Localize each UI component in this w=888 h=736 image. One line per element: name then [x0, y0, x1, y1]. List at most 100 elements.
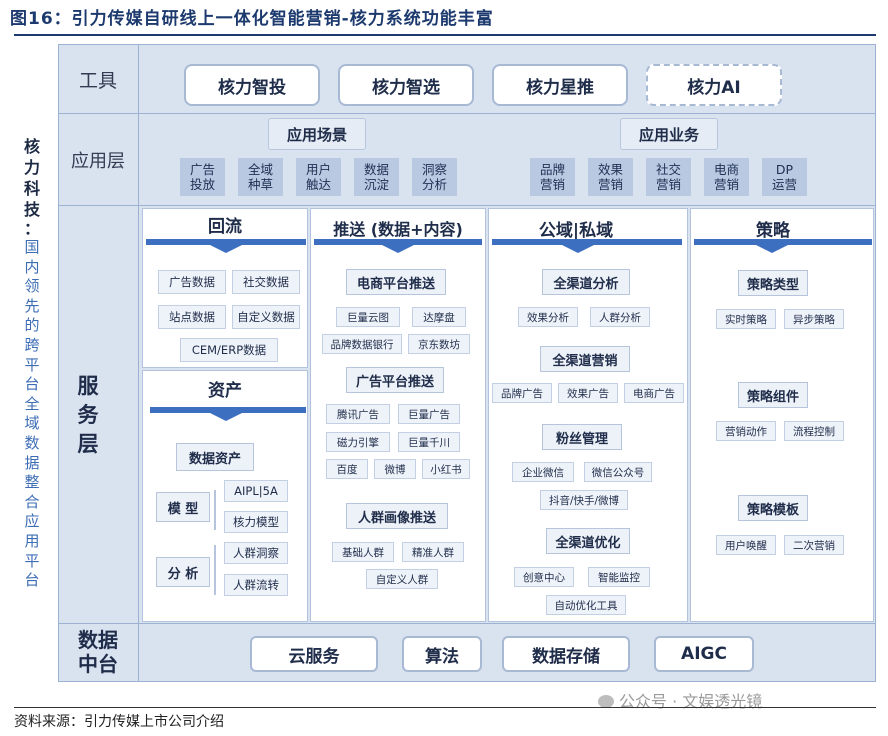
- side-char: 应: [24, 512, 40, 531]
- celue-components-item: 营销动作: [716, 421, 776, 441]
- row-label-service-char: 务: [77, 403, 99, 427]
- row-label-service-char: 层: [77, 432, 99, 456]
- huiliu-item: CEM/ERP数据: [180, 338, 278, 362]
- app-biz-item: 品牌营销: [530, 158, 575, 196]
- side-char: 整: [24, 473, 40, 492]
- side-char: 内: [24, 257, 40, 276]
- gongyu-analysis-item: 人群分析: [590, 307, 650, 327]
- watermark-text: 公众号 · 文娱透光镜: [619, 692, 763, 711]
- gongyu-marketing-item: 电商广告: [624, 383, 684, 403]
- side-char: 据: [24, 453, 40, 472]
- data-center-cloud[interactable]: 云服务: [250, 636, 378, 672]
- huiliu-item: 站点数据: [158, 305, 226, 329]
- app-biz-item: 效果营销: [588, 158, 633, 196]
- tuisong-ad-item: 巨量广告: [398, 404, 460, 424]
- celue-title: 策略: [756, 221, 790, 241]
- huiliu-title: 回流: [208, 217, 242, 237]
- wechat-icon: [598, 695, 614, 708]
- zichan-model-bracket: [214, 490, 216, 530]
- side-char: 的: [24, 316, 40, 335]
- title-divider: [14, 34, 876, 36]
- zichan-bar: [150, 407, 306, 413]
- app-scene-title: 应用场景: [268, 118, 366, 150]
- celue-components-title: 策略组件: [738, 382, 808, 408]
- gongyu-analysis-item: 效果分析: [518, 307, 578, 327]
- zichan-model-item: 核力模型: [224, 511, 288, 533]
- zichan-analysis-label: 分 析: [156, 557, 210, 587]
- footer-divider: [14, 707, 876, 708]
- tuisong-crowd-item: 自定义人群: [366, 569, 438, 589]
- tuisong-crowd-item: 基础人群: [332, 542, 394, 562]
- side-char: 力: [23, 158, 40, 177]
- gongyu-title: 公域|私域: [538, 221, 614, 241]
- gongyu-optimize-item: 创意中心: [514, 567, 574, 587]
- tool-heli-ai[interactable]: 核力AI: [646, 64, 782, 106]
- zichan-title: 资产: [208, 381, 242, 401]
- huiliu-arrow: [210, 245, 242, 253]
- tool-hexingtui[interactable]: 核力星推: [492, 64, 628, 106]
- zichan-data-asset: 数据资产: [176, 443, 254, 471]
- huiliu-item: 广告数据: [158, 270, 226, 294]
- row-label-data-line: 中台: [78, 652, 118, 676]
- side-char: 技: [23, 200, 40, 219]
- tuisong-arrow: [382, 245, 414, 253]
- gongyu-marketing-item: 品牌广告: [492, 383, 552, 403]
- row-label-service-char: 服: [77, 374, 99, 398]
- service-row: [58, 206, 876, 624]
- tuisong-ad-item: 巨量千川: [398, 432, 460, 452]
- gongyu-fans-item: 抖音/快手/微博: [540, 490, 628, 510]
- gongyu-fans-title: 粉丝管理: [542, 424, 622, 450]
- side-char: 用: [24, 532, 40, 550]
- app-biz-title: 应用业务: [620, 118, 718, 150]
- data-center-algorithm[interactable]: 算法: [402, 636, 482, 672]
- tuisong-ad-item: 腾讯广告: [326, 404, 390, 424]
- huiliu-item: 社交数据: [232, 270, 300, 294]
- tuisong-ecommerce-item: 达摩盘: [412, 307, 466, 327]
- figure-title: 图16：引力传媒自研线上一体化智能营销-核力系统功能丰富: [10, 9, 494, 29]
- side-char: 跨: [24, 336, 40, 354]
- app-scene-item: 全域种草: [238, 158, 283, 196]
- gongyu-bar: [492, 239, 682, 245]
- app-row: [58, 114, 876, 206]
- side-char: 数: [24, 434, 40, 452]
- celue-bar: [694, 239, 872, 245]
- app-scene-item: 洞察分析: [412, 158, 457, 196]
- tuisong-ecommerce-title: 电商平台推送: [346, 269, 446, 295]
- side-char: 国: [24, 238, 40, 256]
- side-char: 先: [24, 296, 40, 315]
- tuisong-crowd-item: 精准人群: [402, 542, 464, 562]
- huiliu-item: 自定义数据: [232, 305, 300, 329]
- zichan-model-label: 模 型: [156, 492, 210, 522]
- side-char: 合: [24, 492, 40, 511]
- celue-types-item: 异步策略: [784, 309, 844, 329]
- tuisong-ad-item: 微博: [374, 459, 416, 479]
- side-char: 科: [23, 179, 40, 198]
- side-char: 平: [24, 551, 40, 570]
- side-char: 台: [24, 571, 40, 590]
- app-biz-item: 社交营销: [646, 158, 691, 196]
- label-column-divider: [138, 44, 139, 682]
- tuisong-ad-item: 小红书: [422, 459, 470, 479]
- zichan-analysis-item: 人群洞察: [224, 542, 288, 564]
- row-label-service: 服 务 层: [58, 372, 118, 459]
- app-scene-item: 数据沉淀: [354, 158, 399, 196]
- watermark: 公众号 · 文娱透光镜: [598, 688, 762, 712]
- data-center-storage[interactable]: 数据存储: [502, 636, 630, 672]
- tool-hezhitou[interactable]: 核力智投: [184, 64, 320, 106]
- data-center-aigc[interactable]: AIGC: [654, 636, 754, 672]
- gongyu-arrow: [562, 245, 594, 253]
- celue-templates-item: 二次营销: [784, 535, 844, 555]
- row-label-tools: 工具: [78, 69, 117, 92]
- zichan-analysis-item: 人群流转: [224, 574, 288, 596]
- tool-hezhixuan[interactable]: 核力智选: [338, 64, 474, 106]
- gongyu-optimize-title: 全渠道优化: [546, 528, 630, 554]
- side-char: ：: [23, 219, 40, 238]
- celue-types-title: 策略类型: [738, 270, 808, 296]
- tuisong-bar: [314, 239, 482, 245]
- gongyu-marketing-title: 全渠道营销: [540, 346, 630, 372]
- zichan-model-item: AIPL|5A: [224, 480, 288, 502]
- row-label-data-line: 数据: [78, 628, 118, 652]
- gongyu-fans-item: 企业微信: [512, 462, 574, 482]
- tuisong-ad-item: 磁力引擎: [326, 432, 390, 452]
